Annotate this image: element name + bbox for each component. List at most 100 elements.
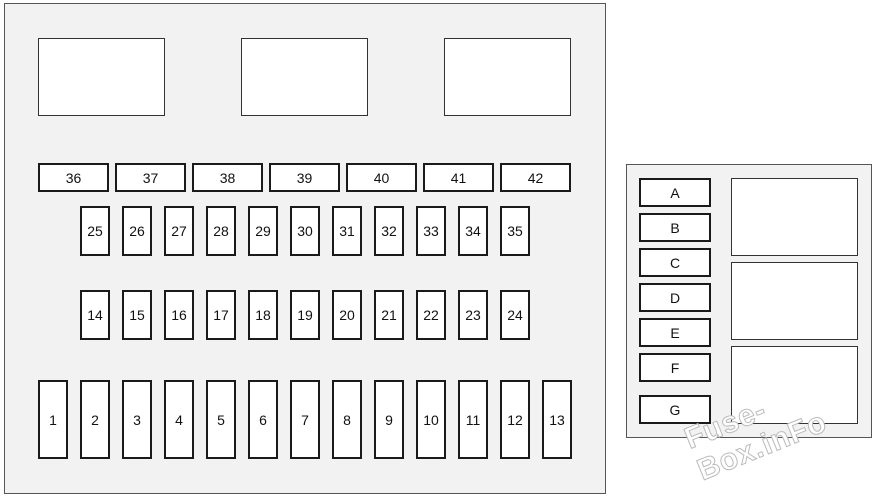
fuse-7: 7 [290, 380, 320, 459]
fuse-22: 22 [416, 290, 446, 340]
fuse-label: 32 [381, 223, 397, 239]
fuse-label: 28 [213, 223, 229, 239]
fuse-label: 5 [217, 411, 225, 428]
fuse-label: E [670, 324, 680, 341]
fuse-26: 26 [122, 206, 152, 256]
fuse-label: 4 [175, 411, 183, 428]
fuse-30: 30 [290, 206, 320, 256]
fuse-label: 41 [450, 169, 467, 186]
relay [38, 38, 165, 116]
fuse-E: E [639, 318, 711, 347]
fuse-label: F [670, 359, 680, 376]
fuse-label: 31 [339, 223, 355, 239]
fuse-41: 41 [423, 163, 494, 192]
fuse-label: 16 [171, 307, 187, 323]
fuse-5: 5 [206, 380, 236, 459]
fuse-label: 14 [87, 307, 103, 323]
fuse-17: 17 [206, 290, 236, 340]
fuse-6: 6 [248, 380, 278, 459]
fuse-24: 24 [500, 290, 530, 340]
fuse-label: 27 [171, 223, 187, 239]
fuse-label: 39 [296, 169, 313, 186]
fuse-label: G [669, 401, 681, 418]
fuse-label: 26 [129, 223, 145, 239]
fuse-label: 10 [423, 411, 439, 428]
fuse-8: 8 [332, 380, 362, 459]
fuse-13: 13 [542, 380, 572, 459]
fuse-label: 23 [465, 307, 481, 323]
fuse-label: 40 [373, 169, 390, 186]
fuse-label: B [670, 219, 680, 236]
fuse-label: 22 [423, 307, 439, 323]
fuse-label: 34 [465, 223, 481, 239]
fuse-B: B [639, 213, 711, 242]
fuse-25: 25 [80, 206, 110, 256]
fuse-label: 33 [423, 223, 439, 239]
fuse-label: 7 [301, 411, 309, 428]
fuse-16: 16 [164, 290, 194, 340]
fuse-1: 1 [38, 380, 68, 459]
fuse-10: 10 [416, 380, 446, 459]
fuse-19: 19 [290, 290, 320, 340]
fuse-14: 14 [80, 290, 110, 340]
fuse-33: 33 [416, 206, 446, 256]
fuse-label: 38 [219, 169, 236, 186]
fuse-27: 27 [164, 206, 194, 256]
fuse-label: C [669, 254, 681, 271]
fuse-label: D [669, 289, 681, 306]
fuse-32: 32 [374, 206, 404, 256]
fuse-23: 23 [458, 290, 488, 340]
fuse-A: A [639, 178, 711, 207]
fuse-38: 38 [192, 163, 263, 192]
fuse-label: 42 [527, 169, 544, 186]
fuse-label: 12 [507, 411, 523, 428]
fuse-31: 31 [332, 206, 362, 256]
fuse-label: 2 [91, 411, 99, 428]
fuse-label: A [670, 184, 680, 201]
fuse-35: 35 [500, 206, 530, 256]
fuse-G: G [639, 395, 711, 424]
fuse-label: 9 [385, 411, 393, 428]
fuse-39: 39 [269, 163, 340, 192]
fuse-label: 1 [49, 411, 57, 428]
fuse-21: 21 [374, 290, 404, 340]
fuse-label: 21 [381, 307, 397, 323]
fuse-label: 8 [343, 411, 351, 428]
fuse-label: 35 [507, 223, 523, 239]
fuse-12: 12 [500, 380, 530, 459]
fuse-label: 15 [129, 307, 145, 323]
fuse-label: 20 [339, 307, 355, 323]
fuse-37: 37 [115, 163, 186, 192]
fuse-42: 42 [500, 163, 571, 192]
relay [241, 38, 368, 116]
fuse-label: 11 [465, 411, 481, 428]
fuse-29: 29 [248, 206, 278, 256]
fuse-34: 34 [458, 206, 488, 256]
fuse-label: 3 [133, 411, 141, 428]
relay [731, 262, 858, 340]
fuse-36: 36 [38, 163, 109, 192]
fuse-label: 13 [549, 411, 565, 428]
fuse-28: 28 [206, 206, 236, 256]
fuse-label: 29 [255, 223, 271, 239]
fuse-D: D [639, 283, 711, 312]
fuse-F: F [639, 353, 711, 382]
fuse-C: C [639, 248, 711, 277]
fuse-label: 19 [297, 307, 313, 323]
fuse-label: 30 [297, 223, 313, 239]
relay [731, 178, 858, 256]
fuse-11: 11 [458, 380, 488, 459]
fuse-label: 25 [87, 223, 103, 239]
fuse-2: 2 [80, 380, 110, 459]
fuse-label: 17 [213, 307, 229, 323]
fuse-label: 36 [65, 169, 82, 186]
relay [731, 346, 858, 424]
fuse-label: 24 [507, 307, 523, 323]
fuse-label: 37 [142, 169, 159, 186]
fuse-40: 40 [346, 163, 417, 192]
fuse-9: 9 [374, 380, 404, 459]
fuse-15: 15 [122, 290, 152, 340]
fuse-3: 3 [122, 380, 152, 459]
fuse-4: 4 [164, 380, 194, 459]
fuse-label: 6 [259, 411, 267, 428]
